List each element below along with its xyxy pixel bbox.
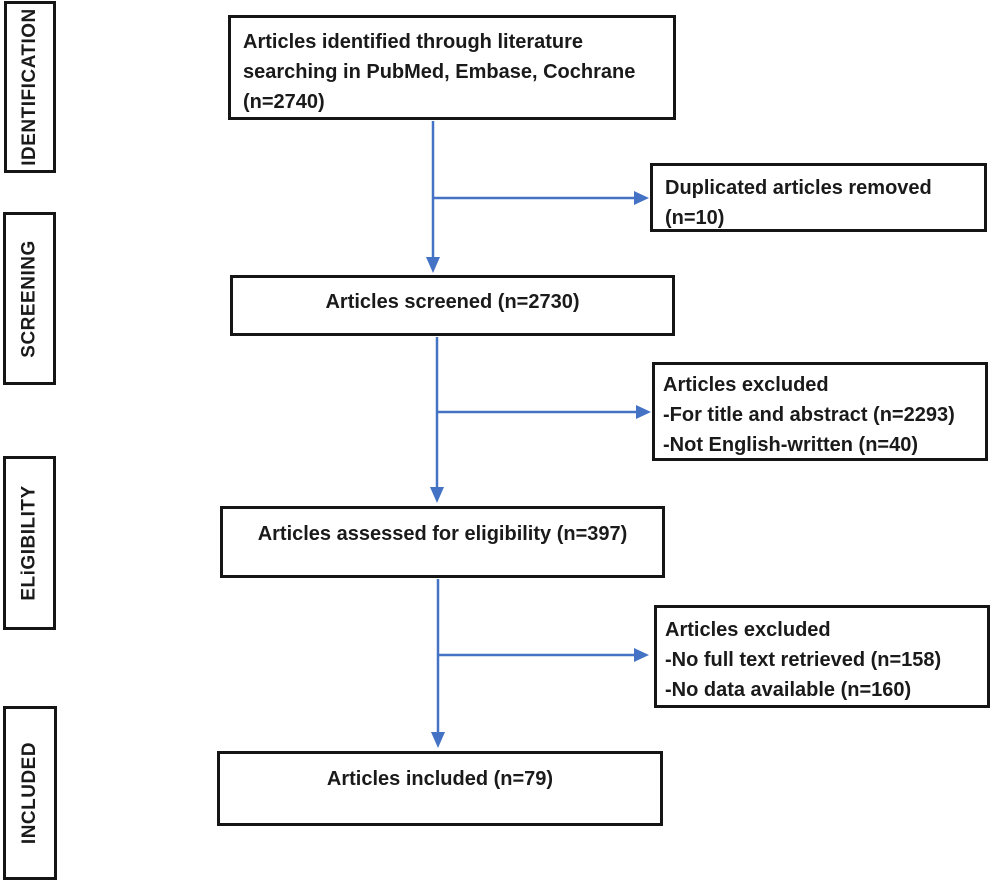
stage-box-identification: IDENTIFICATION (4, 1, 56, 173)
arrowhead-down (430, 487, 444, 503)
box-line: Articles screened (n=2730) (325, 291, 580, 313)
flow-box-articles-screened: Articles screened (n=2730) (230, 275, 675, 336)
connector-screened-to-assessed (430, 337, 651, 503)
stage-label-identification: IDENTIFICATION (19, 8, 40, 166)
arrowhead-down (431, 732, 445, 748)
flow-box-articles-included: Articles included (n=79) (217, 751, 663, 826)
flow-box-excluded-eligibility: Articles excluded -No full text retrieve… (654, 605, 990, 708)
box-line: -Not English-written (n=40) (663, 434, 918, 456)
box-line: Articles excluded (665, 619, 831, 641)
box-line: (n=10) (665, 207, 725, 229)
stage-label-screening: SCREENING (18, 239, 40, 358)
box-line: -No data available (n=160) (665, 679, 912, 701)
flow-box-articles-identified: Articles identified through literature s… (228, 15, 676, 120)
flow-box-excluded-screening: Articles excluded -For title and abstrac… (652, 362, 988, 461)
connector-assessed-to-included (431, 579, 649, 748)
box-line: -For title and abstract (n=2293) (663, 404, 955, 426)
stage-box-screening: SCREENING (3, 212, 56, 385)
box-line: Articles included (n=79) (326, 768, 554, 790)
arrowhead-down (426, 257, 440, 273)
connector-identified-to-screened (426, 121, 649, 273)
arrowhead-right (634, 191, 649, 205)
flow-box-articles-assessed: Articles assessed for eligibility (n=397… (220, 506, 665, 578)
stage-box-included: INCLUDED (3, 706, 57, 880)
stage-box-eligibility: ELiGIBILITY (3, 456, 56, 630)
box-line: Articles identified through literature (243, 31, 584, 53)
arrowhead-right (636, 405, 651, 419)
stage-label-eligibility: ELiGIBILITY (18, 485, 40, 601)
stage-label-included: INCLUDED (19, 741, 41, 845)
box-line: Articles excluded (663, 374, 829, 396)
arrowhead-right (634, 648, 649, 662)
box-line: Duplicated articles removed (665, 177, 932, 199)
box-line: -No full text retrieved (n=158) (665, 649, 942, 671)
box-line: Articles assessed for eligibility (n=397… (257, 523, 628, 545)
box-line: (n=2740) (243, 91, 325, 113)
flow-box-duplicates-removed: Duplicated articles removed (n=10) (650, 163, 987, 232)
box-line: searching in PubMed, Embase, Cochrane (243, 61, 636, 83)
